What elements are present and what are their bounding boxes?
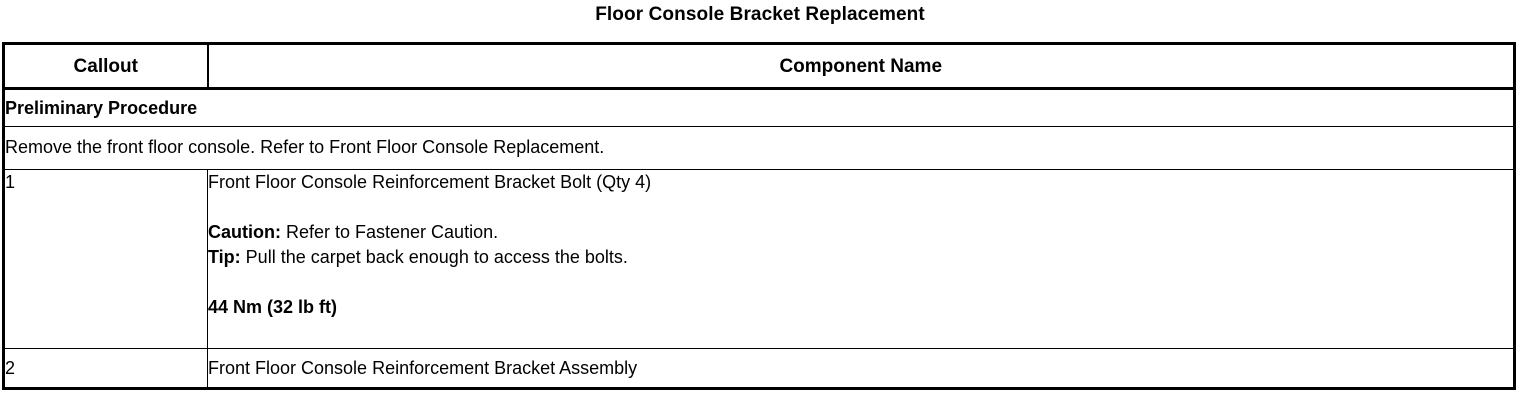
caution-line: Caution: Refer to Fastener Caution. — [208, 220, 1513, 245]
callout-number: 2 — [3, 348, 208, 389]
tip-text: Pull the carpet back enough to access th… — [240, 247, 628, 267]
callout-number: 1 — [3, 169, 208, 349]
caution-text: Refer to Fastener Caution. — [280, 222, 499, 242]
table-row: 2 Front Floor Console Reinforcement Brac… — [3, 348, 1515, 389]
column-header-component-name: Component Name — [207, 43, 1515, 90]
procedure-table: Callout Component Name Preliminary Proce… — [2, 42, 1516, 390]
component-name: Front Floor Console Reinforcement Bracke… — [208, 172, 652, 192]
preliminary-procedure-heading-row: Preliminary Procedure — [3, 88, 1515, 127]
component-name: Front Floor Console Reinforcement Bracke… — [207, 348, 1515, 389]
table-header-row: Callout Component Name — [3, 43, 1515, 90]
torque-specification: 44 Nm (32 lb ft) — [208, 297, 338, 317]
preliminary-procedure-text-row: Remove the front floor console. Refer to… — [3, 126, 1515, 170]
tip-line: Tip: Pull the carpet back enough to acce… — [208, 245, 1513, 270]
preliminary-procedure-heading: Preliminary Procedure — [3, 88, 1515, 127]
spacer — [208, 195, 1513, 220]
page-title: Floor Console Bracket Replacement — [595, 4, 925, 25]
component-description-cell: Front Floor Console Reinforcement Bracke… — [207, 169, 1515, 349]
table-row: 1 Front Floor Console Reinforcement Brac… — [3, 169, 1515, 349]
column-header-callout: Callout — [3, 43, 209, 90]
caution-label: Caution: — [208, 222, 281, 242]
tip-label: Tip: — [208, 247, 241, 267]
spacer — [208, 270, 1513, 295]
preliminary-procedure-text: Remove the front floor console. Refer to… — [3, 126, 1515, 170]
